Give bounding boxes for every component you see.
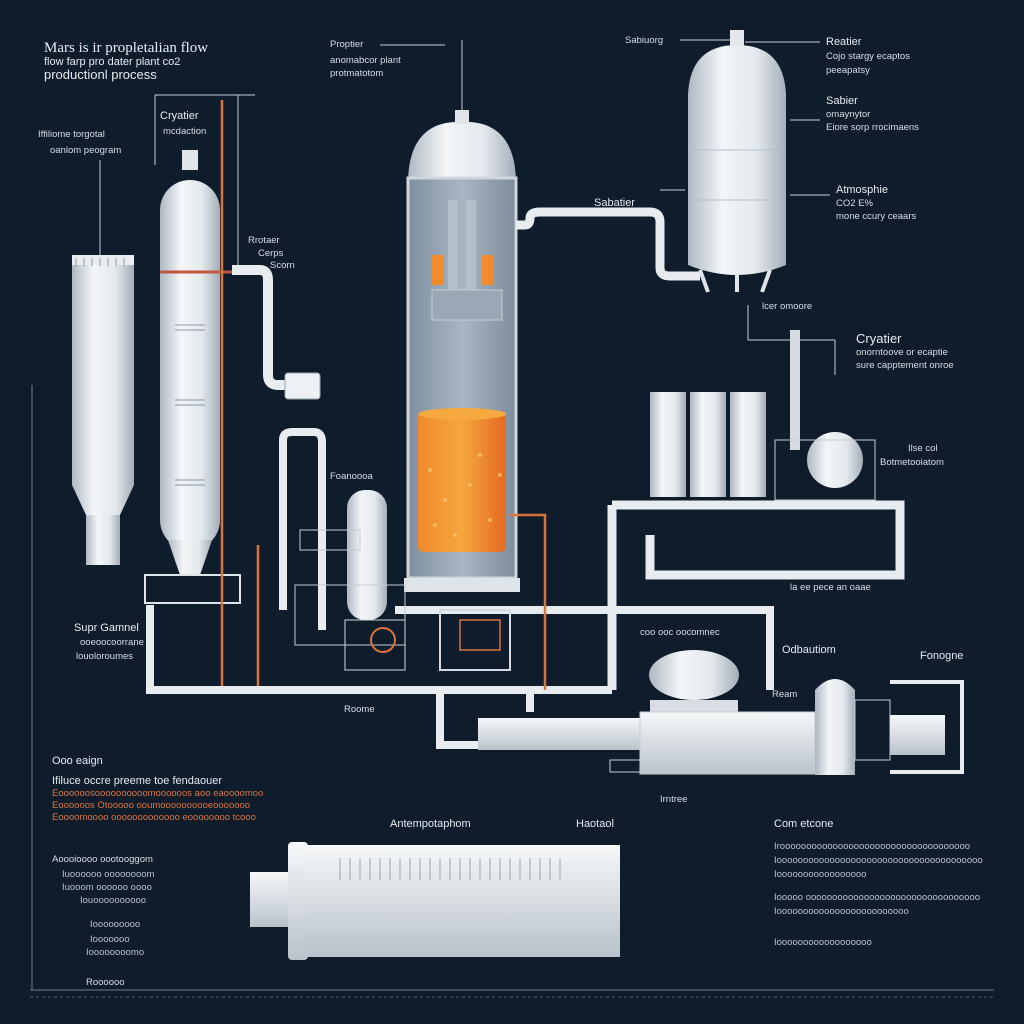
footer-left: Roooooo (86, 977, 125, 988)
bottom-left-orange-1: Eoooooosoooooooooomoooooos aoo eaoooomoo (52, 788, 264, 799)
reactor-label-2: anomabcor plant (330, 55, 401, 66)
cryatier-right-3: sure capptement onroe (856, 360, 954, 371)
storage-tanks (650, 330, 876, 501)
bottom-right-line-4: Iooooo ooooooooooooooooooooooooooooooooo (774, 892, 981, 903)
title-line-1: Mars is ir propletalian flow (44, 40, 209, 56)
under-center-label: Roome (344, 704, 375, 715)
bottom-left-list-1: Iuoooooo oooooooom (62, 869, 155, 880)
atmosphere-label-2: CO2 E% (836, 198, 873, 209)
leader-lines (99, 39, 836, 375)
cryatier-right-2: onorntoove or ecaptie (856, 347, 948, 358)
bottom-right-line-3: Iooooooooooooooooo (774, 869, 867, 880)
reatier-label-3: peeapatsy (826, 65, 870, 76)
bottom-left-list-4: Iooooooooo (90, 919, 141, 930)
left-lower-3: louoloroumes (76, 651, 134, 662)
bottom-right-line-5: Iooooooooooooooooooooooooo (774, 906, 909, 917)
oxidation-tank (649, 650, 739, 712)
reatier-label-1: Reatier (826, 36, 862, 48)
reatier-label-2: Cojo stargy ecaptos (826, 51, 910, 62)
title-line-2: flow farp pro dater plant co2 (44, 56, 181, 68)
bottom-center-label-right: Haotaol (576, 818, 614, 830)
sabier-label-2: omaynytor (826, 109, 871, 120)
bottom-left-list-3: Iouoooooooooo (80, 895, 147, 906)
odation-label: Odbautiom (782, 644, 836, 656)
left-valve (284, 372, 321, 400)
left-lower-2: ooeoocoorrane (80, 637, 144, 648)
left-filter-tank (72, 255, 134, 565)
center-row-labels: coo ooc oocomnec (640, 627, 720, 638)
atmosphere-label-3: mone ccury ceaars (836, 211, 917, 222)
fonogne-label: Fonogne (920, 650, 964, 662)
horizontal-cylinder (478, 679, 964, 775)
atmosphere-label-1: Atmosphie (836, 184, 888, 196)
bottom-left-list-5: Iooooooo (90, 934, 130, 945)
center-pipe-note: Foanoooa (330, 471, 373, 482)
left-desc-1: Iffiliome torgotal (38, 129, 105, 140)
pipe-elbow-left (232, 265, 300, 390)
bottom-left-list-6: Ioooooooomo (86, 947, 145, 958)
reactor-label-1: Proptier (330, 39, 364, 50)
bottom-cylinder (250, 842, 620, 960)
cryatier-right-1: Cryatier (856, 331, 902, 346)
left-lower-1: Supr Gamnel (74, 622, 139, 634)
bottom-left-subheading: Aoooioooo oootooggom (52, 854, 153, 865)
left-valve-2: Cerps (258, 248, 284, 259)
right-mid-2: Botmetooiatom (880, 457, 944, 468)
right-mid-1: Ilse col (908, 443, 938, 454)
bottom-right-line-6: Ioooooooooooooooooo (774, 937, 872, 948)
middle-separator (294, 490, 406, 671)
left-tank-name: Cryatier (160, 110, 199, 122)
title-line-3: productionl process (44, 67, 157, 82)
left-tank-sub: mcdaction (163, 126, 207, 137)
reactor-label-3: protmatotom (330, 68, 384, 79)
bottom-center-label-left: Antempotaphom (390, 818, 471, 830)
sabier-label-3: Eiore sorp rrocimaens (826, 122, 919, 133)
control-block (439, 609, 511, 671)
sabatier-mid-label: Sabatier (594, 197, 635, 209)
right-top-left-label: Sabiuorg (625, 35, 664, 46)
bottom-center-small: Irntree (660, 794, 688, 805)
cryatier-column (144, 150, 241, 604)
bottom-left-line-1: Ifiluce occre preeme toe fendaouer (52, 775, 222, 787)
bottom-right-line-2: Iooooooooooooooooooooooooooooooooooooooo (774, 855, 983, 866)
orange-line-left (220, 100, 260, 690)
tank-row-label: la ee pece an oaae (790, 582, 871, 593)
orange-line-reactor (510, 513, 547, 690)
reatier-tank (688, 30, 786, 293)
left-valve-3: Scorn (270, 260, 295, 271)
bottom-left-heading: Ooo eaign (52, 755, 103, 767)
small-right-label: Ream (772, 689, 798, 700)
left-valve-1: Rrotaer (248, 235, 280, 246)
left-desc-2: oanlom peogram (50, 145, 122, 156)
loop-pipe-right (612, 500, 905, 580)
bottom-left-list-2: Iuooom oooooo oooo (62, 882, 152, 893)
bottom-right-line-1: Iroooooooooooooooooooooooooooooooooooo (774, 841, 971, 852)
pipe-reactor-to-tank (516, 207, 700, 281)
sabier-label-1: Sabier (826, 95, 858, 107)
right-small-label: lcer omoore (762, 301, 813, 312)
reactor-vessel (404, 110, 520, 592)
bottom-left-orange-3: Eoooomoooo ooooooooooooo eoooooooo tcooo (52, 812, 256, 823)
bottom-right-heading: Com etcone (774, 818, 834, 830)
bottom-left-orange-2: Eoooooos Otooooo ooumoooooooooeooooooo (52, 800, 251, 811)
